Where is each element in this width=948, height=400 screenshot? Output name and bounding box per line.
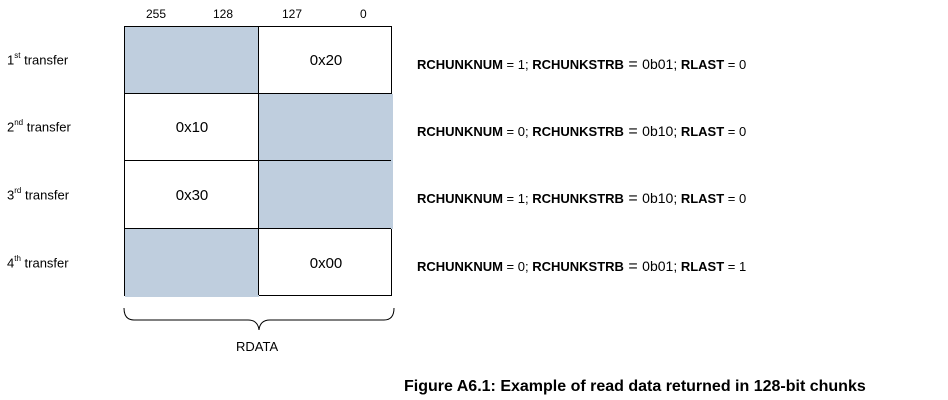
- signal-value: = 0;: [502, 124, 533, 139]
- row-label-1: 1st transfer: [7, 51, 69, 68]
- cell-row4-upper: [125, 229, 259, 297]
- equals-sign: =: [623, 258, 643, 275]
- signal-name: RCHUNKSTRB: [532, 124, 624, 139]
- signal-name: RCHUNKSTRB: [532, 259, 624, 274]
- ordinal-suffix: nd: [14, 118, 24, 127]
- ordinal-suffix: rd: [14, 186, 22, 195]
- row-label-3: 3rd transfer: [7, 186, 70, 203]
- signal-name: RLAST: [680, 124, 725, 139]
- ordinal: 1: [7, 52, 15, 68]
- ordinal-suffix: st: [14, 51, 21, 60]
- cell-row2-upper: 0x10: [175, 119, 209, 136]
- signal-name: RCHUNKNUM: [417, 57, 503, 72]
- half-divider: [258, 27, 259, 295]
- signal-name: RCHUNKNUM: [417, 124, 503, 139]
- cell-row4-lower: 0x00: [309, 254, 343, 272]
- bit-label-255: 255: [146, 7, 167, 21]
- transfer-word: transfer: [24, 255, 69, 271]
- signal-name: RLAST: [680, 191, 725, 206]
- signal-value: = 1;: [502, 57, 533, 72]
- rdata-grid: 0x20 0x10 0x30 0x00: [124, 26, 393, 297]
- rdata-label: RDATA: [236, 339, 279, 354]
- signal-value: = 0: [724, 57, 747, 72]
- signal-name: RLAST: [680, 259, 725, 274]
- ordinal: 2: [7, 119, 15, 135]
- signals-row-1: RCHUNKNUM = 1; RCHUNKSTRB = 0b01; RLAST …: [417, 56, 746, 74]
- signal-value: 0b01;: [642, 258, 678, 274]
- signal-value: = 1: [724, 259, 747, 274]
- equals-sign: =: [623, 190, 643, 207]
- transfer-word: transfer: [24, 52, 69, 68]
- signal-name: RCHUNKSTRB: [532, 191, 624, 206]
- row-label-2: 2nd transfer: [7, 118, 71, 135]
- signal-value: 0b01;: [642, 56, 678, 72]
- signal-value: 0b10;: [642, 190, 678, 206]
- signal-value: = 0: [724, 191, 747, 206]
- signal-name: RCHUNKNUM: [417, 191, 503, 206]
- cell-row1-lower: 0x20: [309, 52, 343, 69]
- signal-name: RCHUNKSTRB: [532, 57, 624, 72]
- signals-row-4: RCHUNKNUM = 0; RCHUNKSTRB = 0b01; RLAST …: [417, 258, 746, 276]
- equals-sign: =: [623, 123, 643, 140]
- ordinal-suffix: th: [14, 254, 21, 263]
- ordinal: 4: [7, 255, 15, 271]
- signal-value: = 0: [724, 124, 747, 139]
- rdata-brace: [123, 307, 395, 331]
- cell-row2-lower: [259, 94, 393, 161]
- signal-name: RLAST: [680, 57, 725, 72]
- cell-row1-upper: [125, 27, 259, 94]
- signal-value: 0b10;: [642, 123, 678, 139]
- ordinal: 3: [7, 187, 15, 203]
- signal-value: = 1;: [502, 191, 533, 206]
- bit-label-0: 0: [360, 7, 367, 21]
- transfer-word: transfer: [26, 119, 71, 135]
- cell-row3-lower: [259, 161, 393, 229]
- equals-sign: =: [623, 56, 643, 73]
- cell-row3-upper: 0x30: [175, 186, 209, 204]
- bit-label-127: 127: [282, 7, 303, 21]
- signal-value: = 0;: [502, 259, 533, 274]
- row-label-4: 4th transfer: [7, 254, 69, 271]
- figure-caption: Figure A6.1: Example of read data return…: [404, 378, 866, 395]
- signal-name: RCHUNKNUM: [417, 259, 503, 274]
- transfer-word: transfer: [24, 187, 70, 203]
- signals-row-2: RCHUNKNUM = 0; RCHUNKSTRB = 0b10; RLAST …: [417, 123, 746, 141]
- signals-row-3: RCHUNKNUM = 1; RCHUNKSTRB = 0b10; RLAST …: [417, 190, 746, 208]
- bit-label-128: 128: [213, 7, 234, 21]
